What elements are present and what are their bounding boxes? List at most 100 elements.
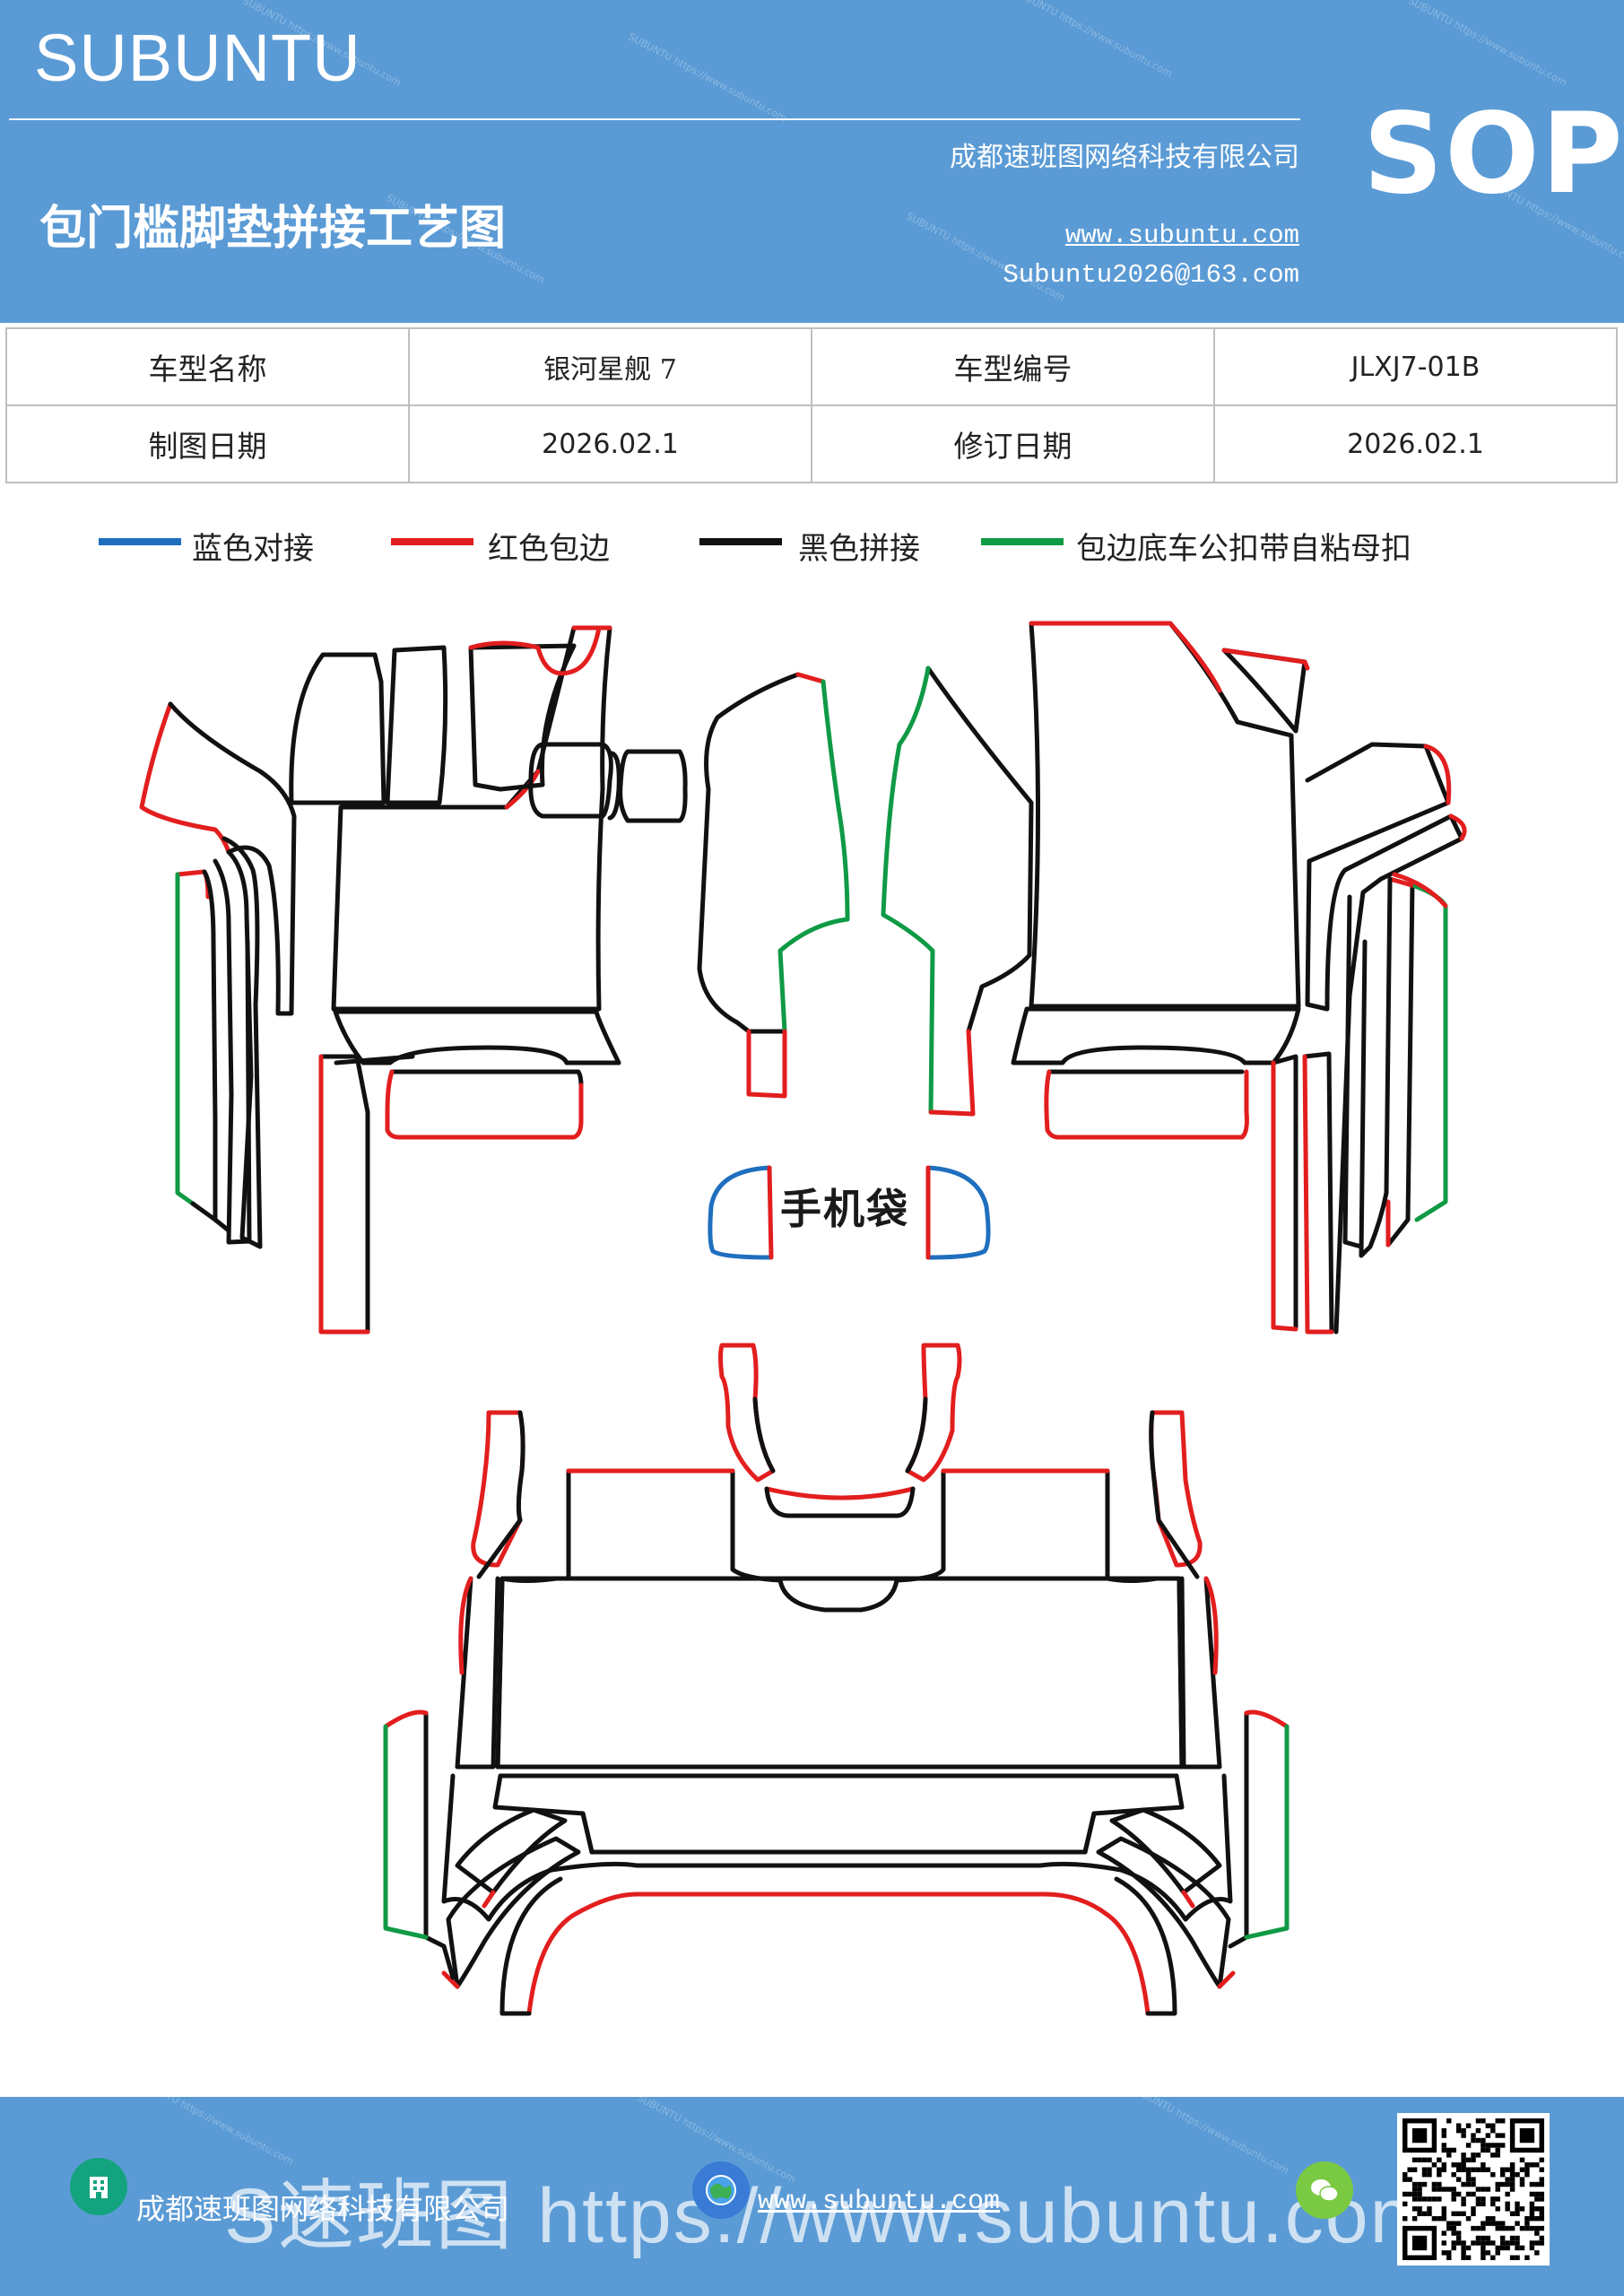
watermark: SUBUNTU https://www.subuntu.com [1406,0,1569,89]
sill-strip-3 [202,869,231,1233]
center-left-red-bottom [746,1029,787,1099]
mat-piece-right-side-black [1305,742,1464,1335]
sill-strip-bottom-black [190,1201,218,1222]
footer-banner: SUBUNTU https://www.subuntu.com SUBUNTU … [0,2097,1624,2296]
sill-right-strip-3 [1342,894,1364,1249]
table-row: 车型名称 银河星舰 7 车型编号 JLXJ7-01B [5,327,1618,406]
legend-label: 蓝色对接 [192,531,314,567]
phone-pocket-left-red [767,1165,774,1260]
table-cell: 2026.02.1 [1213,404,1618,483]
rear-bottom-band-inner [580,1811,1097,1855]
center-console-group [697,665,1034,1260]
table-cell: 车型编号 [811,327,1215,406]
mat-edge-red [504,625,612,810]
sill-strip-3-red [175,869,211,900]
rear-inner-arch-red [526,1892,1151,2016]
rear-left-corner-tab [471,1410,525,1568]
table-cell: 银河星舰 7 [408,327,812,406]
sill-right-strip-1-red [1385,876,1418,1248]
table-cell: 2026.02.1 [408,404,812,483]
rear-center-arc [764,1486,916,1500]
sill-piece-front-left-black [168,701,297,1016]
qr-code [1397,2113,1550,2266]
footer-company-name: 成都速班图网络科技有限公司 [136,2192,510,2226]
wechat-icon [1296,2161,1353,2219]
rear-center-arc-black [764,1486,916,1518]
legend-label: 红色包边 [488,531,610,567]
wechat-icon-glyph [1311,2179,1339,2202]
rear-inner-arch-black-left [499,1876,563,2016]
sill-right-strip-2 [1359,876,1393,1258]
rear-inner-arch-black-right [1114,1876,1177,2016]
rear-left-outer-edge [423,1710,447,1949]
mat-strip-vertical-left [318,1054,370,1335]
mat-pad-rear-3 [607,751,621,821]
mat-pad-rear-2 [618,749,688,823]
center-right-green [881,665,935,1115]
center-left-piece [697,672,801,1034]
rear-quarter-left-red [441,1890,496,1989]
sill-strip-1 [221,836,263,1249]
rear-left-outer-red [383,1709,429,1729]
table-cell: 车型名称 [5,327,410,406]
sill-right-green [1412,883,1448,1222]
mat-pad-rear [528,742,613,819]
phone-pocket-label: 手机袋 [780,1185,909,1233]
watermark: SUBUNTU https://www.subuntu.com [626,30,789,125]
rear-right-outer-red [1244,1709,1290,1729]
center-left-green [777,679,850,1034]
sill-right-red [1392,872,1448,909]
rear-quarter-right-red [1181,1890,1236,1989]
sill-strip-green [175,872,195,1206]
building-icon [70,2158,127,2215]
center-left-red-top [795,672,826,684]
watermark: SUBUNTU https://www.subuntu.com [904,210,1067,304]
center-right-piece [925,665,1034,1034]
rear-left-outer-black-tail [441,1944,456,1980]
rear-mat-group [383,1343,1290,2016]
floor-mat-diagram [139,621,1467,2016]
mat-strip-vertical-right-red [1271,1054,1334,1335]
mat-piece-right-wing-red [1221,648,1310,671]
table-cell: 修订日期 [811,404,1215,483]
rear-quarter-left-2 [446,1836,581,1989]
rear-tab-left-black [752,1396,776,1474]
sill-piece-front-left [139,701,231,855]
legend-swatch [99,538,181,545]
globe-icon-glyph [706,2175,736,2205]
left-front-mat-group [139,625,688,1335]
legend-swatch [981,538,1064,545]
website-link[interactable]: www.subuntu.com [1064,221,1299,250]
rear-right-outer-green [1244,1724,1290,1940]
rear-left-corner-black [476,1410,525,1579]
table-row: 制图日期 2026.02.1 修订日期 2026.02.1 [5,404,1618,483]
qr-code-pattern [1403,2118,1544,2260]
right-front-mat-group [1011,621,1467,1335]
table-cell: JLXJ7-01B [1213,327,1618,406]
footer-website-link[interactable]: www.subuntu.com [758,2187,1001,2217]
mat-pad-bottom-left [389,1069,584,1088]
mat-edge-top-red [468,625,602,676]
building-icon-glyph [90,2177,108,2198]
sop-label: SOP [1363,90,1624,219]
rear-tab-left [718,1343,776,1483]
rear-right-side-red [1203,1576,1219,1675]
email-address: Subuntu2026@163.com [1003,260,1299,290]
mat-piece-left-bottom-tab [334,1054,415,1065]
rear-quarter-right-1 [1109,1807,1222,1895]
company-name: 成都速班图网络科技有限公司 [950,142,1299,173]
sill-right-strip-1 [1385,881,1415,1248]
phone-pocket-right-blue [925,1165,991,1260]
vehicle-info-table: 车型名称 银河星舰 7 车型编号 JLXJ7-01B 制图日期 2026.02.… [5,327,1618,483]
rear-quarter-left-1 [455,1807,568,1895]
mat-piece-right-main [1029,621,1301,1009]
rear-left-outer-green [383,1724,429,1940]
mat-strip-vertical-right [1271,1051,1334,1335]
table-cell: 制图日期 [5,404,410,483]
legend-swatch [699,538,782,545]
legend-label: 黑色拼接 [798,531,920,567]
color-legend: 蓝色对接 红色包边 黑色拼接 包边底车公扣带自粘母扣 [0,529,1624,574]
footer-overlay-text: S速班图 https://www.subuntu.com [224,2173,1437,2259]
mat-piece-left-heel [289,652,386,805]
mat-piece-left-upper [468,643,577,792]
